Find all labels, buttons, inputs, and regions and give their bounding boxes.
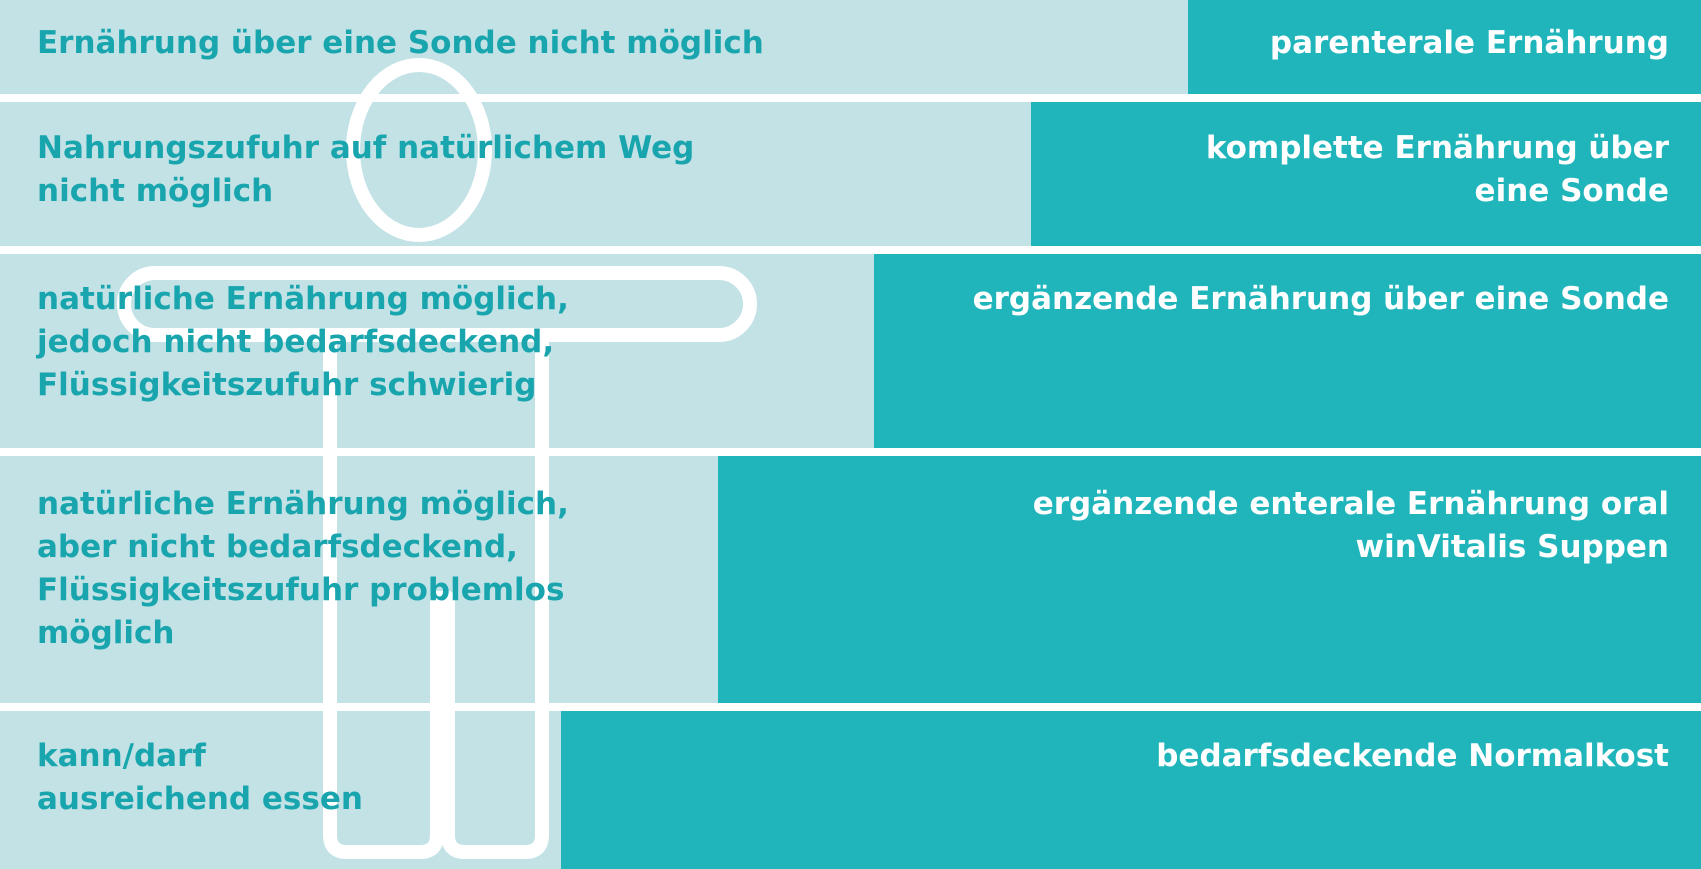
condition-text: natürliche Ernährung möglich, jedoch nic…: [37, 281, 569, 403]
condition-text: Ernährung über eine Sonde nicht möglich: [37, 25, 764, 61]
recommendation-text: ergänzende Ernährung über eine Sonde: [972, 281, 1669, 317]
recommendation-text: komplette Ernährung über eine Sonde: [1205, 130, 1669, 209]
recommendation-block: [874, 254, 1701, 448]
recommendation-text: ergänzende enterale Ernährung oral winVi…: [1032, 486, 1669, 565]
recommendation-text: parenterale Ernährung: [1269, 25, 1669, 61]
condition-text: natürliche Ernährung möglich, aber nicht…: [37, 486, 569, 651]
recommendation-block: [718, 456, 1701, 703]
recommendation-block: [1188, 0, 1701, 94]
recommendation-text: bedarfsdeckende Normalkost: [1156, 738, 1669, 774]
recommendation-block: [1031, 102, 1701, 246]
condition-text: kann/darf ausreichend essen: [37, 738, 363, 817]
condition-text: Nahrungszufuhr auf natürlichem Weg nicht…: [37, 130, 695, 209]
recommendation-block: [561, 711, 1701, 869]
